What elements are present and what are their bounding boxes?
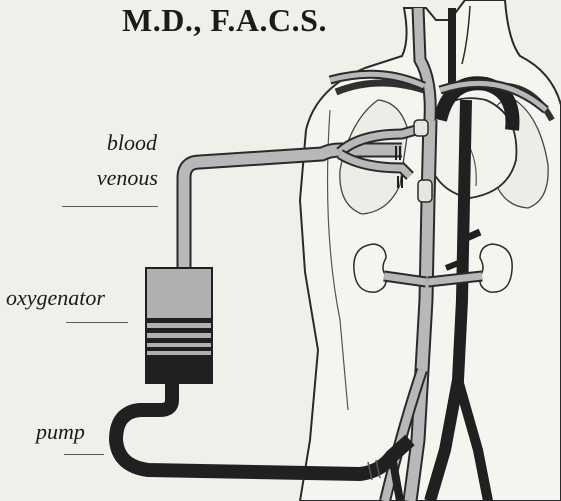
oxygenator-band-1 — [146, 318, 212, 323]
oxygenator-band-4 — [146, 347, 212, 351]
label-oxygenator: oxygenator — [6, 287, 105, 309]
label-pump-underline — [64, 454, 104, 455]
right-kidney — [480, 244, 512, 292]
cannula-tip-upper — [414, 120, 428, 136]
author-credentials: M.D., F.A.C.S. — [122, 4, 327, 36]
label-blood: blood — [107, 132, 157, 154]
oxygenator-band-2 — [146, 328, 212, 333]
oxygenator-band-3 — [146, 338, 212, 343]
oxygenator-blood-chamber — [146, 355, 212, 383]
cannula-tip-lower — [418, 180, 432, 202]
label-oxygenator-underline — [66, 322, 128, 323]
label-venous-underline — [62, 206, 158, 207]
left-kidney — [354, 244, 386, 292]
label-venous: venous — [97, 167, 158, 189]
label-pump: pump — [36, 421, 85, 443]
